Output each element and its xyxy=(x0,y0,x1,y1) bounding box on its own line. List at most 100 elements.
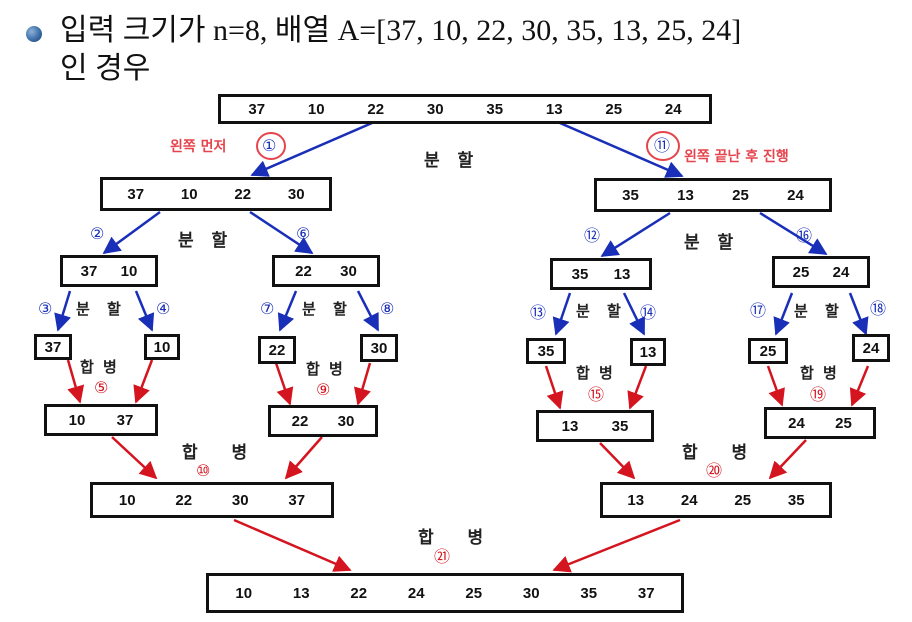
cell: 22 xyxy=(350,584,368,602)
split-arrow xyxy=(622,292,646,336)
single-box: 10 xyxy=(144,334,180,360)
merge-arrow xyxy=(599,442,636,480)
cell: 37 xyxy=(288,491,306,509)
cell: 13 xyxy=(613,265,631,283)
highlight-circle xyxy=(256,132,286,160)
merge-arrow xyxy=(627,365,648,410)
single-box: 24 xyxy=(852,334,890,362)
after-left-note: 왼쪽 끝난 후 진행 xyxy=(684,149,789,165)
cell: 22 xyxy=(268,341,286,359)
step-marker: ④ xyxy=(156,299,171,318)
merge-label: 합 병 xyxy=(576,364,615,382)
merge-label: 합 병 xyxy=(682,443,762,463)
step-marker: ⑪ xyxy=(654,136,671,155)
cell: 35 xyxy=(486,100,504,118)
split-arrow xyxy=(356,290,380,332)
cell: 37 xyxy=(127,185,145,203)
cell: 10 xyxy=(180,185,198,203)
cell: 22 xyxy=(367,100,385,118)
step-marker: ⑲ xyxy=(810,385,827,404)
cell: 30 xyxy=(340,262,357,280)
split-label: 분 할 xyxy=(302,300,353,318)
step-marker: ⑩ xyxy=(196,461,211,480)
split-arrow xyxy=(600,211,671,258)
cell: 35 xyxy=(611,417,629,435)
split-arrow xyxy=(559,121,684,178)
cell: 24 xyxy=(787,186,804,204)
cell: 24 xyxy=(407,584,425,602)
merge-arrow xyxy=(274,362,294,406)
merge-arrow xyxy=(66,359,85,404)
merged-box-ll: 10 37 xyxy=(44,404,158,436)
cell: 13 xyxy=(545,100,563,118)
cell: 22 xyxy=(234,185,252,203)
left-first-note: 왼쪽 먼저 xyxy=(170,139,227,155)
cell: 25 xyxy=(732,186,749,204)
cell: 25 xyxy=(734,491,752,509)
single-box: 30 xyxy=(360,334,398,362)
merged-box-rr: 24 25 xyxy=(764,407,876,439)
cell: 10 xyxy=(235,584,253,602)
split-arrow xyxy=(277,290,298,332)
step-marker: ⑯ xyxy=(796,226,813,245)
cell: 30 xyxy=(426,100,444,118)
split-label: 분 할 xyxy=(178,231,234,251)
split-arrow xyxy=(848,292,869,336)
cell: 25 xyxy=(835,414,852,432)
merge-arrow xyxy=(233,518,352,572)
highlight-circle xyxy=(646,131,680,161)
cell: 13 xyxy=(561,417,579,435)
merge-arrow xyxy=(544,365,564,410)
cell: 35 xyxy=(787,491,805,509)
array-box-right: 35 13 25 24 xyxy=(594,178,832,212)
single-box: 22 xyxy=(258,336,296,364)
merged-box-left: 10 22 30 37 xyxy=(90,482,334,518)
split-label: 분 할 xyxy=(794,302,845,320)
title-line-2: 인 경우 xyxy=(60,52,151,85)
cell: 22 xyxy=(295,262,312,280)
cell: 37 xyxy=(116,411,134,429)
split-arrow xyxy=(54,290,72,332)
step-marker: ① xyxy=(262,136,277,155)
cell: 13 xyxy=(627,491,645,509)
step-marker: ⑧ xyxy=(380,299,395,318)
merged-box-lr: 22 30 xyxy=(268,405,378,437)
cell: 35 xyxy=(622,186,639,204)
cell: 25 xyxy=(605,100,623,118)
cell: 13 xyxy=(639,343,657,361)
cell: 30 xyxy=(522,584,540,602)
step-marker: ③ xyxy=(38,299,53,318)
split-label: 분 할 xyxy=(76,300,127,318)
cell: 30 xyxy=(287,185,305,203)
merge-arrow xyxy=(552,518,681,573)
merge-arrow xyxy=(133,359,154,404)
single-box: 35 xyxy=(526,338,566,364)
array-box-ll: 37 10 xyxy=(60,255,158,287)
single-box: 13 xyxy=(630,338,666,366)
split-arrow xyxy=(249,210,314,255)
array-box-root: 37 10 22 30 35 13 25 24 xyxy=(218,94,712,124)
cell: 37 xyxy=(637,584,655,602)
merge-label: 합 병 xyxy=(182,443,262,463)
merge-label: 합 병 xyxy=(418,528,498,548)
merge-arrow xyxy=(849,365,870,407)
bullet-icon xyxy=(26,26,42,42)
single-box: 37 xyxy=(34,334,72,360)
merge-arrow xyxy=(111,436,158,480)
step-marker: ⑫ xyxy=(584,226,601,245)
split-arrow xyxy=(134,290,155,332)
split-label: 분 할 xyxy=(684,233,740,253)
merge-arrow xyxy=(354,362,372,406)
merge-arrow xyxy=(766,365,785,407)
step-marker: ② xyxy=(90,224,105,243)
step-marker: ㉑ xyxy=(434,547,451,566)
step-marker: ⑦ xyxy=(260,299,275,318)
cell: 35 xyxy=(580,584,598,602)
single-box: 25 xyxy=(748,338,788,364)
merge-arrow xyxy=(768,439,807,480)
merged-box-rl: 13 35 xyxy=(536,410,654,442)
merge-label: 합 병 xyxy=(306,360,345,378)
step-marker: ⑥ xyxy=(296,224,311,243)
cell: 37 xyxy=(44,338,62,356)
